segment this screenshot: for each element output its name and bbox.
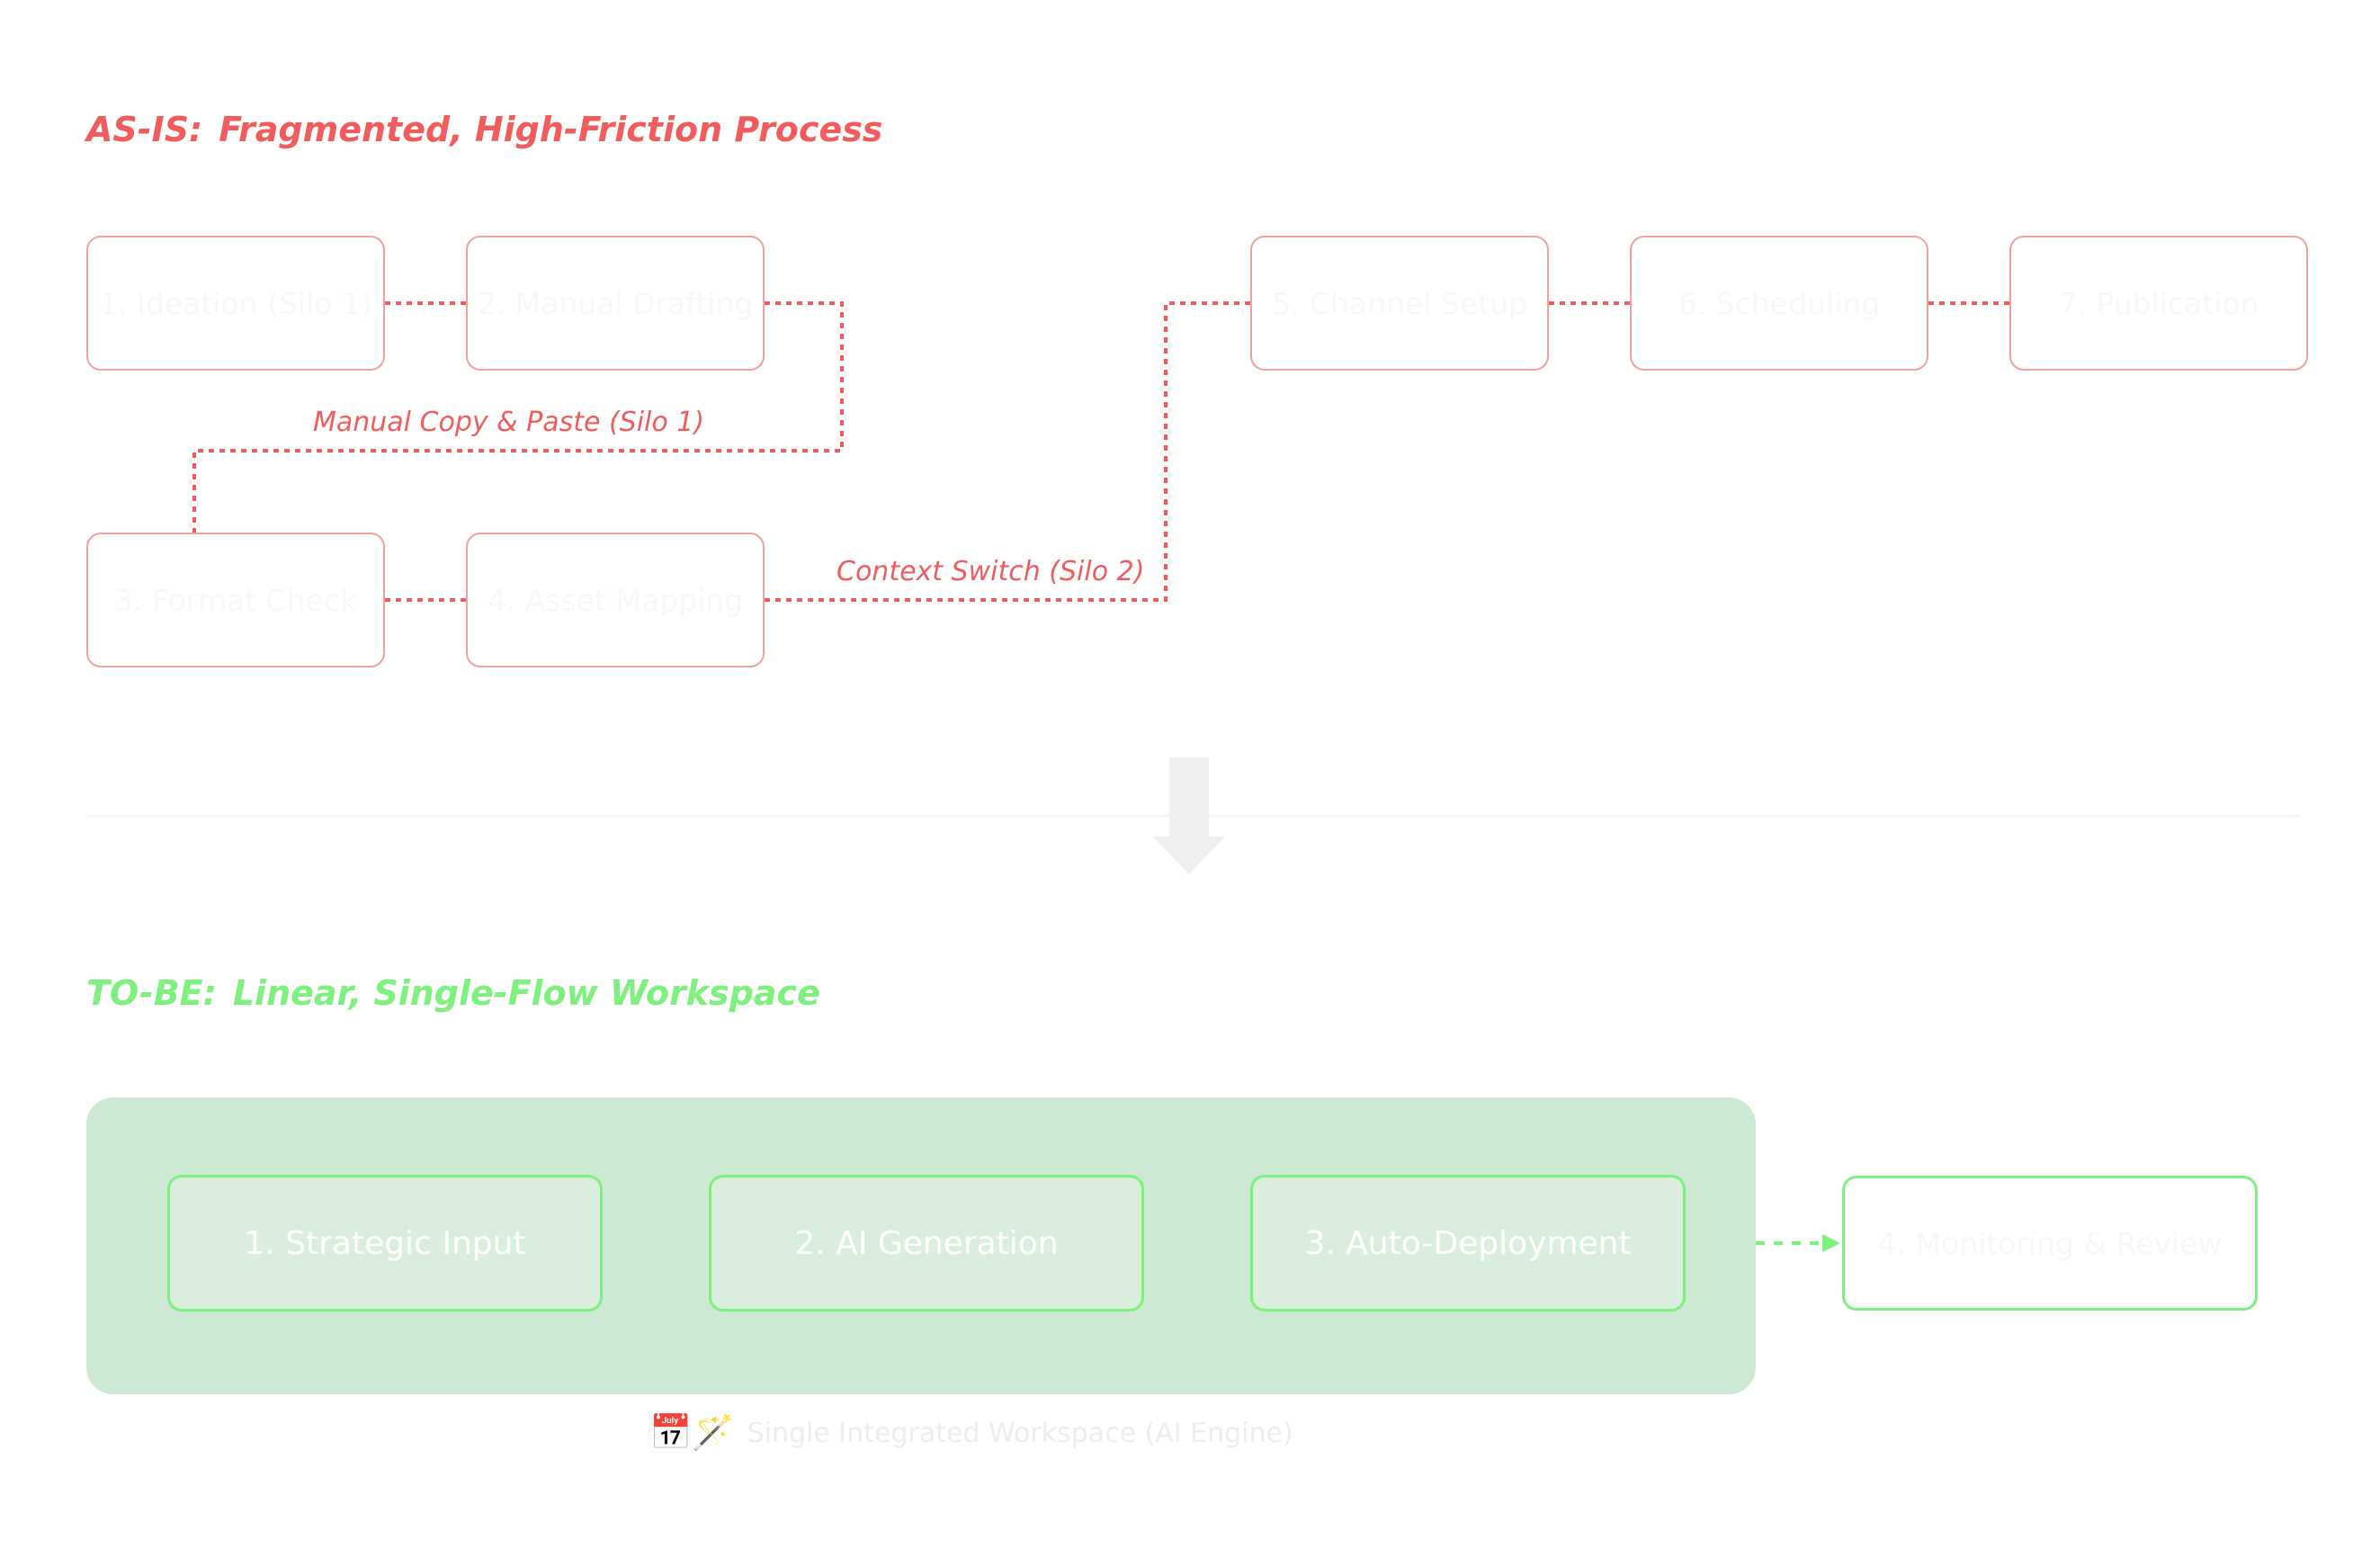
tobe-step-1-label: 1. Strategic Input <box>244 1224 526 1262</box>
tobe-outcome-label: 4. Monitoring & Review <box>1877 1225 2223 1261</box>
tobe-step-1: 1. Strategic Input <box>167 1175 603 1312</box>
tobe-step-3: 3. Auto-Deployment <box>1250 1175 1686 1312</box>
workspace-caption-text: Single Integrated Workspace (AI Engine) <box>747 1417 1293 1449</box>
asis-step-2-label: 2. Manual Drafting <box>477 285 754 321</box>
workspace-caption: 📅🪄 Single Integrated Workspace (AI Engin… <box>649 1416 1293 1450</box>
asis-step-3-label: 3. Format Check <box>113 582 358 618</box>
tobe-step-2-label: 2. AI Generation <box>794 1224 1059 1262</box>
asis-step-5-label: 5. Channel Setup <box>1272 285 1527 321</box>
asis-step-6-label: 6. Scheduling <box>1678 285 1881 321</box>
tobe-outcome-step: 4. Monitoring & Review <box>1842 1176 2258 1311</box>
calendar-magic-wand-icon: 📅🪄 <box>649 1414 735 1452</box>
asis-step-4-label: 4. Asset Mapping <box>487 582 744 618</box>
tobe-heading-title: Linear, Single-Flow Workspace <box>232 973 820 1013</box>
tobe-step-3-label: 3. Auto-Deployment <box>1304 1224 1632 1262</box>
asis-step-1-label: 1. Ideation (Silo 1) <box>99 285 372 321</box>
asis-step-7-label: 7. Publication <box>2058 285 2259 321</box>
tobe-outcome-arrowhead <box>1822 1234 1840 1252</box>
connector-label-silo2: Context Switch (Silo 2) <box>837 556 1145 587</box>
asis-connector-2-3 <box>192 301 844 533</box>
tobe-heading: TO-BE: Linear, Single-Flow Workspace <box>86 973 820 1013</box>
asis-step-5: 5. Channel Setup <box>1250 236 1549 371</box>
asis-step-1: 1. Ideation (Silo 1) <box>86 236 385 371</box>
asis-heading-title: Fragmented, High-Friction Process <box>219 110 883 149</box>
asis-heading-prefix: AS-IS: <box>86 110 203 149</box>
transition-arrow-head <box>1153 837 1225 874</box>
tobe-heading-prefix: TO-BE: <box>86 973 217 1013</box>
asis-step-3: 3. Format Check <box>86 533 385 667</box>
asis-step-2: 2. Manual Drafting <box>466 236 765 371</box>
tobe-step-2: 2. AI Generation <box>709 1175 1144 1312</box>
asis-step-6: 6. Scheduling <box>1630 236 1928 371</box>
asis-step-4: 4. Asset Mapping <box>466 533 765 667</box>
connector-label-silo1: Manual Copy & Paste (Silo 1) <box>313 407 705 438</box>
asis-step-7: 7. Publication <box>2009 236 2308 371</box>
asis-heading: AS-IS: Fragmented, High-Friction Process <box>86 110 882 149</box>
